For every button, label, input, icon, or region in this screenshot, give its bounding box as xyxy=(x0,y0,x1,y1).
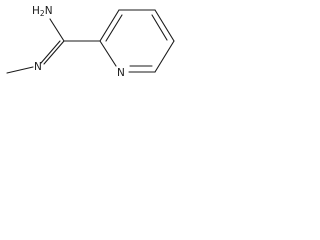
bond-c-nh2 xyxy=(49,18,65,42)
imine-nitrogen-label: N xyxy=(34,61,42,73)
ring-bond-c2-c3 xyxy=(99,9,120,42)
ring-bond-c4-c5-inner xyxy=(151,14,168,41)
amine-label: H2N xyxy=(32,5,53,18)
ring-bond-c2-c3-inner xyxy=(105,14,123,42)
ring-bond-c4-c5 xyxy=(154,9,175,42)
pyridine-nitrogen-label: N xyxy=(117,67,125,79)
ring-bond-n1-c2 xyxy=(99,40,117,67)
bond-c-n-imine-1 xyxy=(43,40,65,65)
bond-c-n-imine-2 xyxy=(40,40,61,64)
ring-bond-c5-c6 xyxy=(154,40,175,73)
bond-n-methyl xyxy=(6,66,34,74)
chemical-structure: H2N N N xyxy=(6,5,175,79)
